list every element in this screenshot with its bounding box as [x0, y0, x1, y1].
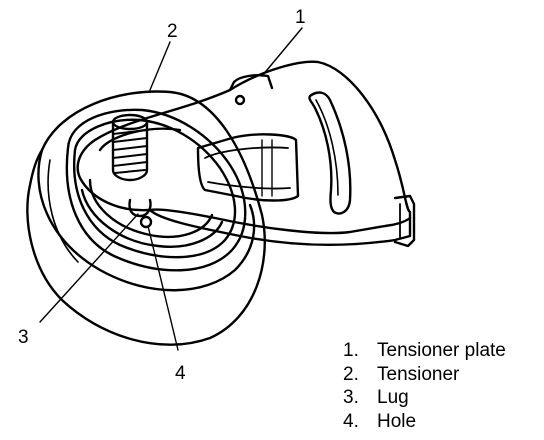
callout-2: 2 [167, 21, 178, 42]
plate-lug-hook [128, 198, 152, 218]
plate-outline [76, 60, 412, 235]
pulley-hub-2 [80, 188, 224, 248]
plate-tab [393, 194, 416, 248]
tensioner-plate [76, 60, 416, 248]
leader-line-2 [149, 41, 171, 91]
legend-item: 1. Tensioner plate [343, 339, 506, 363]
plate-window [196, 133, 300, 202]
pulley-outline [26, 90, 266, 346]
legend-number: 4. [343, 410, 359, 432]
plate-slot-inner [315, 99, 339, 196]
stud-top [111, 113, 149, 131]
plate-window-shade [261, 139, 273, 197]
legend-item: 3. Lug [343, 386, 506, 410]
leader-lines [39, 27, 303, 351]
pulley-inner-ring-2 [65, 108, 247, 272]
leader-line-4 [147, 225, 179, 351]
pulley-tire-edge [47, 159, 79, 263]
pulley-inner-ring [73, 118, 237, 259]
plate-upper-lug [228, 74, 274, 92]
plate-window-inner [204, 146, 291, 190]
plate-hole [139, 215, 153, 229]
legend-label: Lug [377, 387, 409, 409]
callout-1: 1 [295, 7, 306, 28]
legend-number: 1. [343, 340, 359, 362]
parts-legend: 1. Tensioner plate 2. Tensioner 3. Lug 4… [343, 339, 506, 433]
plate-slot [308, 91, 352, 215]
callout-4: 4 [175, 363, 186, 384]
pulley-front-rim [37, 148, 256, 292]
legend-label: Hole [377, 410, 417, 432]
plate-upper-hole [234, 94, 246, 106]
legend-item: 4. Hole [343, 410, 506, 434]
plate-stud-boss [98, 127, 182, 152]
callout-3: 3 [18, 327, 29, 348]
legend-item: 2. Tensioner [343, 363, 506, 387]
legend-number: 2. [343, 363, 359, 385]
leader-line-1 [261, 27, 303, 77]
legend-number: 3. [343, 387, 359, 409]
leader-line-3 [39, 213, 139, 323]
plate-thickness [148, 208, 412, 247]
legend-label: Tensioner [377, 363, 460, 385]
legend-label: Tensioner plate [377, 340, 506, 362]
